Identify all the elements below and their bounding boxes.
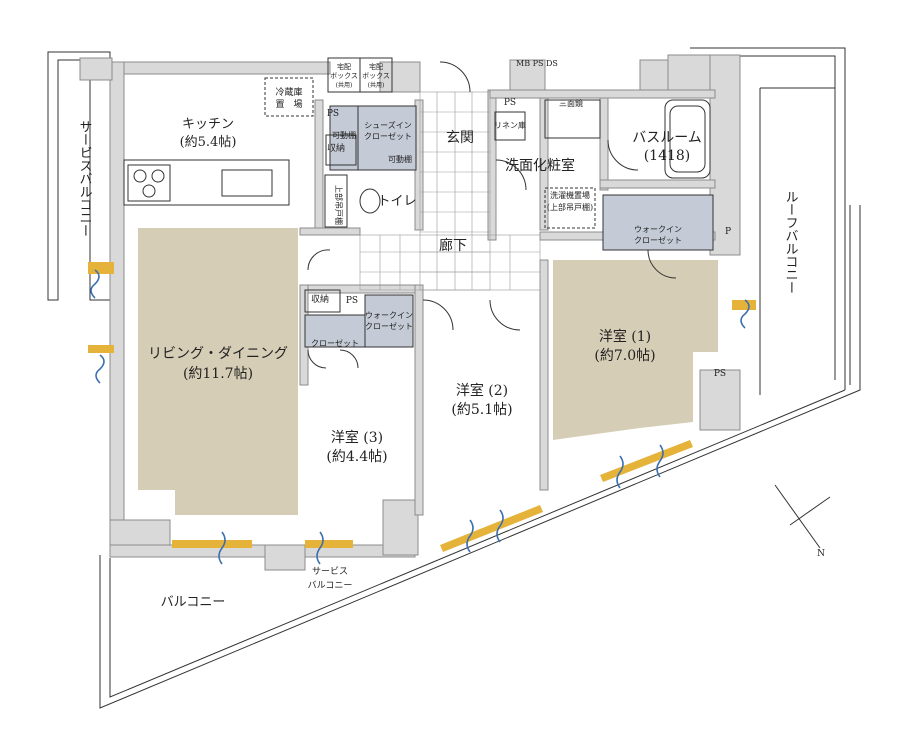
toilet-shelf-label: 上部吊戸棚 xyxy=(334,185,344,225)
balcony-outlines xyxy=(47,47,861,709)
mb-ps-ds-label: MB PS DS xyxy=(516,59,558,68)
service-bottom-label-2: バルコニー xyxy=(308,580,353,591)
bathtub xyxy=(664,99,711,179)
toilet-name: トイレ xyxy=(377,194,416,209)
shoes-in-closet-box xyxy=(357,105,417,171)
delivery-box-a-label-2: ボックス xyxy=(330,72,358,80)
ps-hall-marker: PS xyxy=(346,296,358,306)
washroom-name: 洗面化粧室 xyxy=(505,157,575,174)
laundry-label-1: 洗濯機置場 xyxy=(550,190,590,200)
wic-hall-box xyxy=(364,294,414,348)
kitchen-size: (約5.4帖) xyxy=(180,135,237,150)
storage-hall-box xyxy=(304,289,341,313)
room1-size: (約7.0帖) xyxy=(594,348,655,364)
living-size: (約11.7帖) xyxy=(183,366,253,382)
delivery-box-a-label-1: 宅配 xyxy=(337,62,351,71)
room1-name: 洋室 (1) xyxy=(599,328,651,345)
kitchen-counter xyxy=(123,159,290,206)
compass-label: N xyxy=(817,549,825,559)
ps-wash-marker: PS xyxy=(504,98,516,108)
laundry-label-2: (上部吊戸棚) xyxy=(547,202,593,212)
storage-kitchen-label: 収納 xyxy=(327,142,345,154)
delivery-box-b-label-1: 宅配 xyxy=(369,62,383,71)
ps-room1-marker: PS xyxy=(714,369,726,379)
movable-shelf-h-label: 可動棚 xyxy=(388,154,412,164)
movable-shelf-v-label: 可動棚 xyxy=(332,130,356,140)
compass xyxy=(774,484,831,549)
hallway-name: 廊下 xyxy=(439,237,467,254)
room2-name: 洋室 (2) xyxy=(456,382,508,399)
door-swings xyxy=(307,61,677,369)
delivery-box-b-label-3: (共用) xyxy=(368,81,385,89)
delivery-box-a-label-3: (共用) xyxy=(336,81,353,89)
bath-size: (1418) xyxy=(644,148,691,164)
linen-box xyxy=(494,111,526,141)
fridge-space xyxy=(264,77,314,117)
toilet-bowl xyxy=(359,188,381,214)
ps-entrance-marker: PS xyxy=(327,109,339,119)
wic-hall-label-2: クローゼット xyxy=(365,321,413,331)
shoes-in-closet-label-2: クローゼット xyxy=(364,131,412,141)
entrance-name: 玄関 xyxy=(446,129,474,146)
bathtub-inner xyxy=(669,105,706,173)
service-bottom-label-1: サービス xyxy=(312,566,348,577)
kitchen-name: キッチン xyxy=(182,117,234,132)
wic-room1-label-2: クローゼット xyxy=(634,235,682,245)
linen-label: リネン庫 xyxy=(494,120,526,130)
delivery-box-b-label-2: ボックス xyxy=(362,72,390,80)
roof-balcony-label: ルーフバルコニー xyxy=(783,190,799,294)
shoes-in-closet-label-1: シューズイン xyxy=(364,120,412,130)
room3-size: (約4.4帖) xyxy=(326,449,387,465)
closet-room3-box xyxy=(304,314,366,348)
living-name: リビング・ダイニング xyxy=(148,346,288,362)
laundry-space xyxy=(544,187,596,229)
balcony-label: バルコニー xyxy=(161,595,226,610)
wic-room1-label-1: ウォークイン xyxy=(634,225,682,234)
movable-shelf-box xyxy=(329,105,359,171)
service-left-label: サービスバルコニー xyxy=(77,120,93,237)
storage-kitchen-box xyxy=(325,134,357,166)
room3-name: 洋室 (3) xyxy=(331,429,383,446)
p-roof-marker: P xyxy=(725,227,731,237)
wic-hall-label-1: ウォークイン xyxy=(365,311,413,320)
three-mirror-label: 三面鏡 xyxy=(559,98,583,108)
wic-room1-box xyxy=(602,194,714,251)
toilet-shelf-box xyxy=(324,174,348,228)
bath-name: バスルーム xyxy=(632,130,702,146)
room2-size: (約5.1帖) xyxy=(451,402,512,418)
living-floor xyxy=(138,228,298,515)
delivery-box-b xyxy=(359,57,393,93)
closet-room3-label: クローゼット xyxy=(311,338,359,348)
storage-hall-label: 収納 xyxy=(311,293,329,305)
windows xyxy=(88,262,756,565)
fridge-label-1: 冷蔵庫 xyxy=(275,86,302,98)
vanity xyxy=(544,99,601,139)
hall-tiles xyxy=(359,91,541,291)
fridge-label-2: 置 場 xyxy=(275,98,302,110)
room1-floor xyxy=(553,260,718,440)
